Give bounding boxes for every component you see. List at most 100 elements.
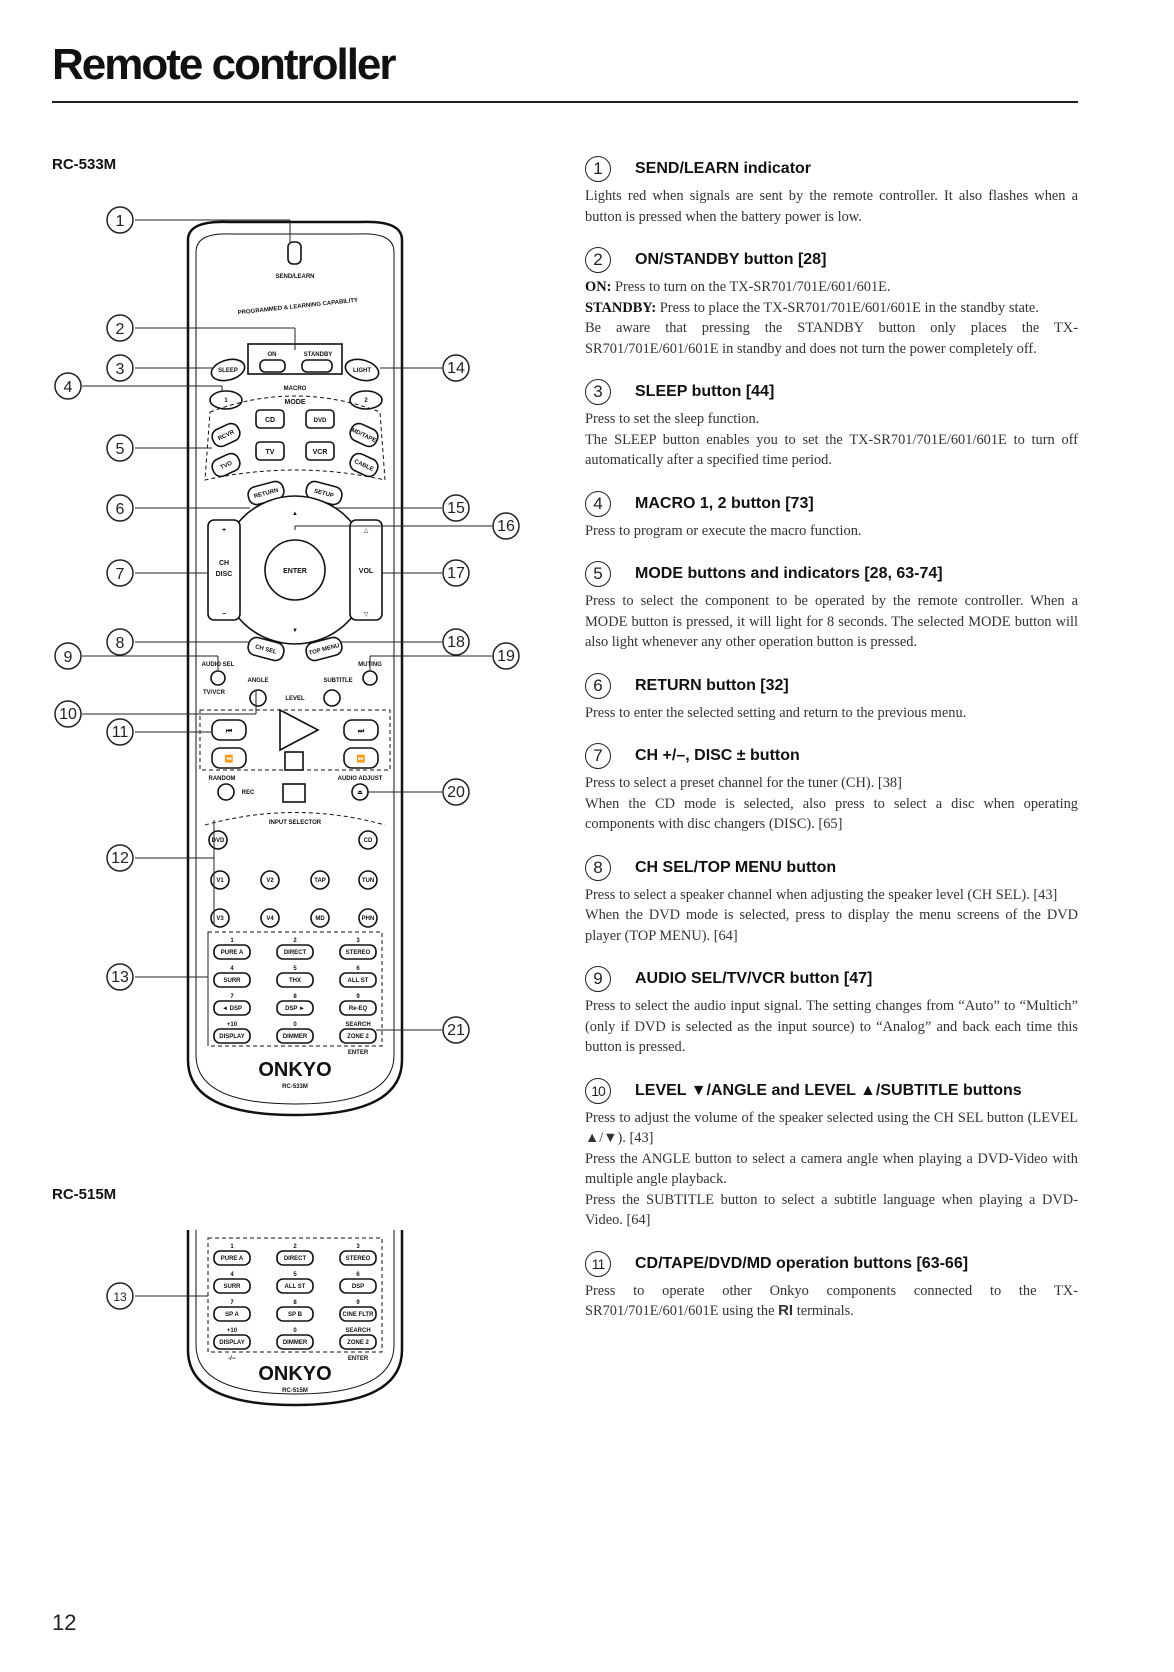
item-number: 3 [585,379,611,405]
callout-10: 10 [54,700,82,728]
on-label: ON [268,352,277,358]
ch-disc-rocker [207,519,241,621]
item-number: 11 [585,1250,611,1277]
svg-text:15: 15 [447,500,465,517]
item-title: AUDIO SEL/TV/VCR button [47] [635,970,873,987]
svg-text:2: 2 [293,938,297,944]
svg-text:9: 9 [356,1300,360,1306]
svg-text:ALL ST: ALL ST [348,978,369,984]
item-number: 5 [585,561,611,587]
svg-text:DISC: DISC [216,571,233,578]
callout-13: 13 [106,963,134,991]
svg-text:⏭: ⏭ [358,728,365,735]
sleep-button [210,358,246,382]
input-cd-button [358,830,378,850]
item-title: CH SEL/TOP MENU button [635,858,837,876]
svg-text:+10: +10 [227,1022,238,1028]
key-1-pure-a [213,944,251,960]
svg-text:3: 3 [356,938,360,944]
input-v1-button [210,870,230,890]
svg-text:RC-533M: RC-533M [282,1084,308,1090]
svg-text:19: 19 [497,648,515,665]
input-tap-button [310,870,330,890]
input-md-button [310,908,330,928]
callout-19: 19 [492,642,520,670]
item-title: ON/STANDBY button [28] [635,251,827,268]
svg-text:◄ DSP: ◄ DSP [222,1006,242,1012]
item-title: CD/TAPE/DVD/MD operation buttons [63-66] [635,1254,969,1272]
svg-text:8: 8 [116,635,125,652]
svg-text:9: 9 [64,649,73,666]
remote-rc533m-illustration: .bt { fill:#fff; stroke:#111; stroke-wid… [54,206,520,1117]
svg-text:⏏: ⏏ [357,790,363,796]
svg-text:9: 9 [356,994,360,1000]
item-number: 6 [585,672,611,699]
rewind-button [211,747,247,769]
item-number: 10 [585,1077,611,1104]
svg-text:8: 8 [293,994,297,1000]
svg-text:20: 20 [447,784,465,801]
key-7-dsp-minus [213,1000,251,1016]
item-text: Press the SUBTITLE button to select a su… [585,1191,1078,1229]
title-rule [52,101,1078,103]
svg-text:SEARCH: SEARCH [345,1022,370,1028]
skip-back-button [211,719,247,741]
svg-text:ENTER: ENTER [348,1050,369,1056]
svg-text:ZONE 2: ZONE 2 [347,1340,369,1346]
svg-text:VOL: VOL [359,568,374,575]
svg-text:SURR: SURR [223,1284,241,1290]
svg-text:⏮: ⏮ [226,728,233,735]
svg-text:V3: V3 [216,916,224,922]
mode-md-tape-button [349,422,379,448]
svg-text:DISPLAY: DISPLAY [219,1340,244,1346]
svg-text:SP A: SP A [225,1312,239,1318]
b-key-6-dsp [339,1278,377,1294]
item-5: 5 MODE buttons and indicators [28, 63-74]… [585,557,1078,653]
svg-text:CH: CH [219,560,229,567]
svg-text:3: 3 [116,361,125,378]
svg-text:12: 12 [111,850,129,867]
item-text: Press to enter the selected setting and … [585,704,967,721]
svg-text:1: 1 [224,398,228,404]
svg-text:1: 1 [230,938,234,944]
play-button [279,708,320,752]
item-text: When the DVD mode is selected, press to … [585,907,1078,944]
item-text: Lights red when signals are sent by the … [585,188,1078,225]
item-text: Press to select a speaker channel when a… [585,886,1058,903]
svg-text:+: + [222,527,226,534]
key-9-re-eq [339,1000,377,1016]
svg-text:DIRECT: DIRECT [284,1256,307,1262]
key-5-thx [276,972,314,988]
item-text: ON: Press to turn on the TX-SR701/701E/6… [585,279,891,295]
item-text: The SLEEP button enables you to set the … [585,431,1078,469]
standby-button [301,359,333,373]
svg-text:SP B: SP B [288,1312,303,1318]
key-0-dimmer [276,1028,314,1044]
svg-text:DIMMER: DIMMER [283,1034,308,1040]
svg-text:SURR: SURR [223,978,241,984]
svg-text:6: 6 [356,966,360,972]
input-phn-button [358,908,378,928]
callout-11: 11 [106,718,134,746]
svg-text:8: 8 [293,1300,297,1306]
b-key-2-direct [276,1250,314,1266]
ff-button [343,747,379,769]
item-title: MODE buttons and indicators [28, 63-74] [635,565,943,582]
callout-14: 14 [442,354,470,382]
svg-text:RC-515M: RC-515M [282,1388,308,1394]
svg-text:V4: V4 [266,916,274,922]
callout-3: 3 [106,354,134,382]
svg-text:2: 2 [116,321,125,338]
b-key-5-all-st [276,1278,314,1294]
svg-text:18: 18 [447,634,465,651]
svg-text:10: 10 [59,706,77,723]
b-key-4-surr [213,1278,251,1294]
muting-circle-button [362,670,378,686]
svg-text:DVD: DVD [212,838,225,844]
